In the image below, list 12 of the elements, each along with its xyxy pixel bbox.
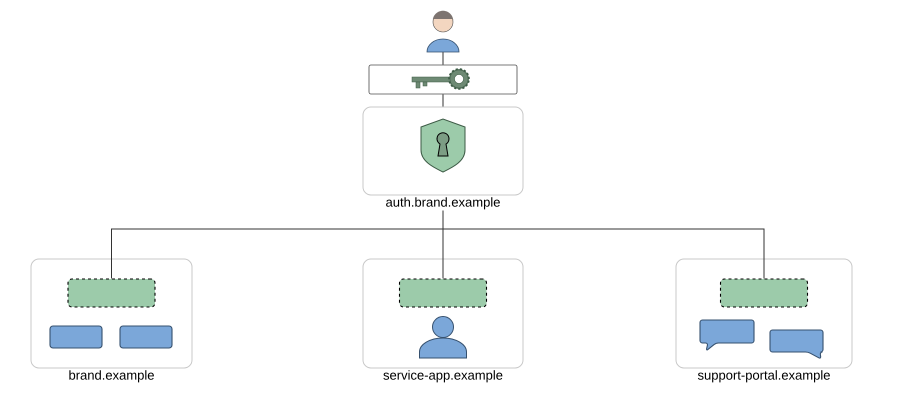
person-icon	[426, 10, 460, 52]
site-label: service-app.example	[383, 370, 502, 382]
placeholder-box	[398, 278, 488, 308]
connector-line	[442, 52, 444, 66]
placeholder-box	[67, 278, 156, 308]
connector-line	[442, 210, 764, 279]
site-label: support-portal.example	[698, 370, 830, 382]
placeholder-box	[720, 278, 808, 308]
connector-line	[442, 94, 444, 107]
site-label: brand.example	[69, 370, 154, 382]
site-label: auth.brand.example	[386, 197, 500, 210]
key-box	[368, 64, 518, 94]
